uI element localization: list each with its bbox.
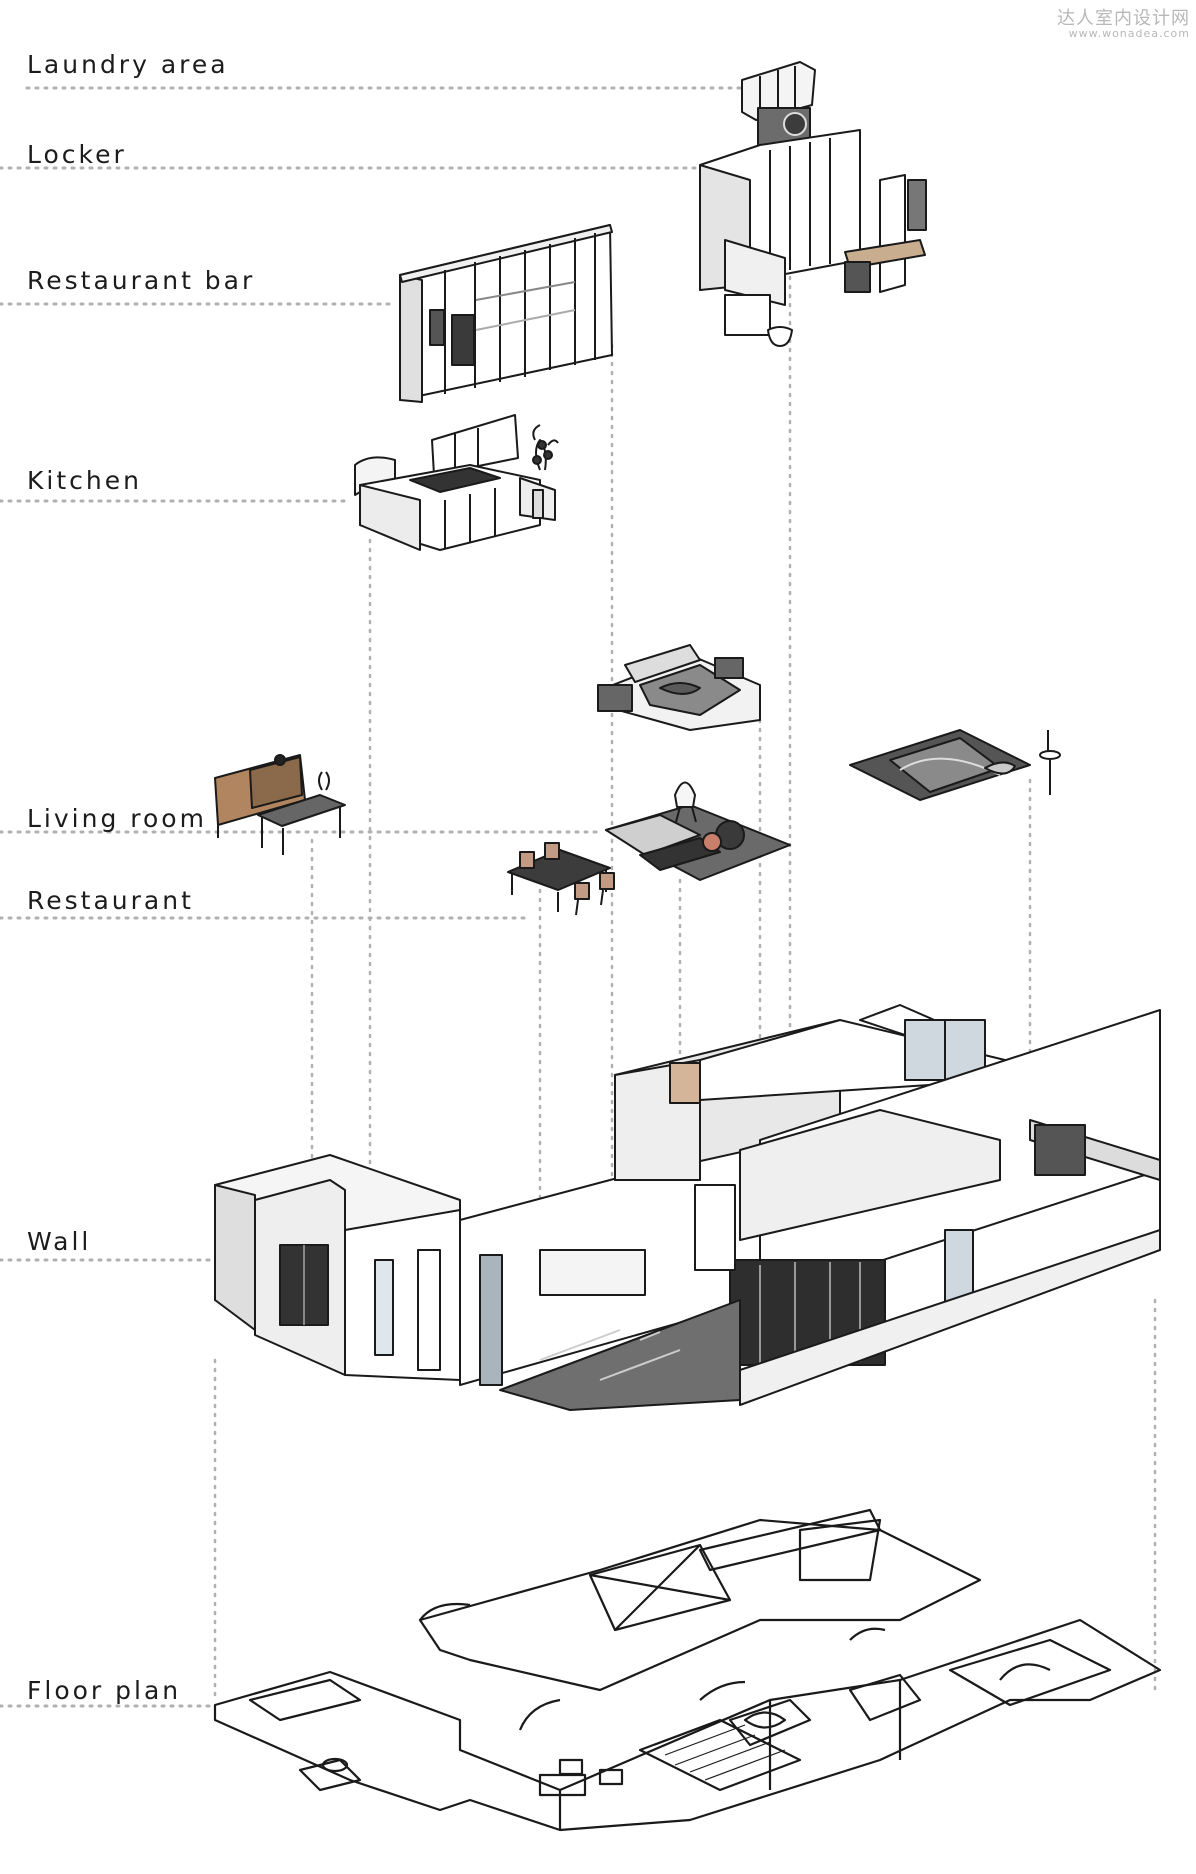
watermark-text: 达人室内设计网 [1057, 8, 1190, 29]
label-locker: Locker [27, 140, 127, 169]
kitchen-model [354, 414, 559, 551]
dining-table-model [507, 842, 615, 916]
bedroom-bed-model [597, 644, 761, 731]
label-laundry-area: Laundry area [27, 50, 229, 79]
label-restaurant: Restaurant [27, 886, 194, 915]
floor-plan-model [213, 1508, 1162, 1832]
living-room-furniture-model [214, 754, 346, 855]
watermark-url: www.wonadea.com [1068, 27, 1190, 40]
label-kitchen: Kitchen [27, 466, 142, 495]
master-bed-model [849, 729, 1061, 801]
wall-model [214, 1004, 1161, 1411]
sofa-area-model [605, 781, 791, 881]
leader-lines [0, 86, 742, 1708]
label-wall: Wall [27, 1227, 92, 1256]
label-living-room: Living room [27, 804, 207, 833]
laundry-locker-model [699, 61, 927, 347]
restaurant-bar-model [399, 224, 613, 403]
label-floor-plan: Floor plan [27, 1676, 182, 1705]
label-restaurant-bar: Restaurant bar [27, 266, 256, 295]
